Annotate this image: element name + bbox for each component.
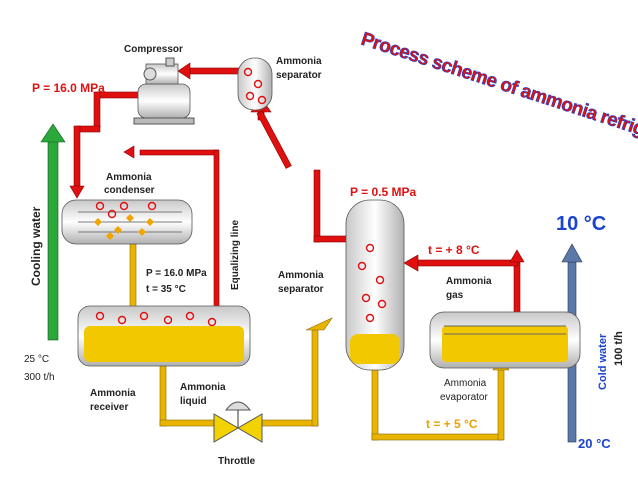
cooling-water-temp-label: 25 °C (24, 354, 49, 365)
labels: Compressor Ammonia separator P = 16.0 MP… (24, 44, 625, 467)
cooling-water-label: Cooling water (29, 206, 43, 286)
top-separator (237, 57, 273, 111)
receiver-label-1: Ammonia (90, 388, 136, 399)
throttle-valve (213, 401, 263, 443)
temperature-liquid-label: t = + 5 °C (426, 417, 478, 431)
temperature-mid-label: t = 35 °C (146, 284, 186, 295)
cold-water-out-label: 10 °C (556, 213, 606, 235)
liquid-label-1: Ammonia (180, 382, 226, 393)
compressor-label: Compressor (124, 44, 183, 55)
temperature-gas-label: t = + 8 °C (428, 243, 480, 257)
receiver-label-2: receiver (90, 402, 128, 413)
cold-water-flow-label: 100 t/h (613, 331, 625, 366)
separator-mid-label-1: Ammonia (278, 270, 324, 281)
cooling-water-flow-label: 300 t/h (24, 372, 55, 383)
separator-top-label-2: separator (276, 70, 322, 81)
evaporator-label-1: Ammonia (444, 378, 487, 389)
evaporator (429, 311, 581, 369)
condenser-label-2: condenser (104, 185, 155, 196)
compressor (133, 57, 195, 125)
cold-water-in-label: 20 °C (578, 436, 611, 451)
pressure-low-label: P = 0.5 MPa (350, 185, 416, 199)
condenser-label-1: Ammonia (106, 172, 152, 183)
pressure-high-label: P = 16.0 MPa (32, 81, 105, 95)
separator-top-label-1: Ammonia (276, 56, 322, 67)
liquid-label-2: liquid (180, 396, 207, 407)
separator-mid-label-2: separator (278, 284, 324, 295)
gas-label-1: Ammonia (446, 276, 492, 287)
mid-separator (345, 199, 405, 371)
receiver (77, 305, 251, 367)
cold-water-label: Cold water (597, 333, 609, 390)
equalizing-line-label: Equalizing line (230, 220, 241, 290)
diagram-title: Process scheme of ammonia refrigeration (358, 29, 638, 159)
throttle-label: Throttle (218, 456, 256, 467)
pressure-mid-label: P = 16.0 MPa (146, 268, 207, 279)
gas-pipes (69, 62, 525, 317)
condenser (61, 199, 193, 245)
cooling-water-pipe (40, 123, 66, 341)
gas-label-2: gas (446, 290, 464, 301)
evaporator-label-2: evaporator (440, 392, 488, 403)
